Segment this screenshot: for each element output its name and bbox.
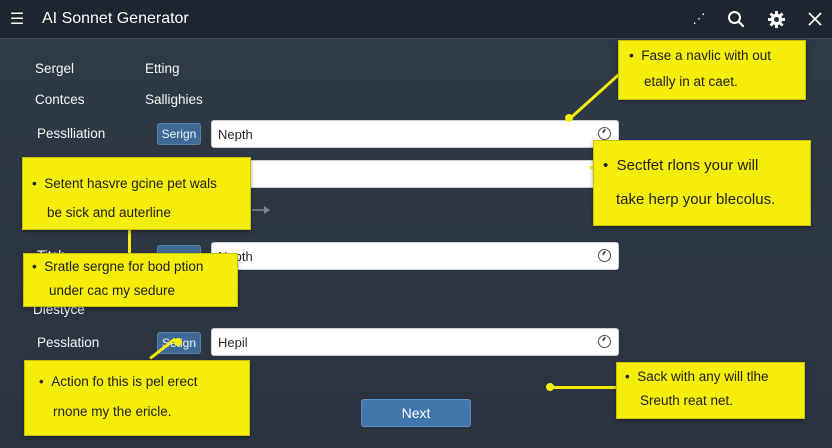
note-bottom-left: • Action fo this is pel erect rnone my t… — [24, 360, 250, 436]
note-bottom-left-line1: Action fo this is pel erect — [51, 374, 198, 389]
app-title: AI Sonnet Generator — [42, 10, 189, 27]
note-top-right: • Fase a navlic with out etally in at ca… — [618, 40, 806, 100]
note-left-mid-line2: under cac my sedure — [49, 283, 176, 298]
row1-label: Pesslliation — [37, 126, 106, 141]
row4-label: Pesslation — [37, 335, 100, 350]
note-mid-right-line1: Sectfet rlons your will — [616, 157, 759, 174]
note-bottom-right-line1: Sack with any will tlhe — [637, 369, 769, 384]
hamburger-menu-icon[interactable]: ☰ — [9, 11, 25, 28]
row4-input[interactable]: Hepil — [211, 328, 619, 356]
row2-input[interactable] — [211, 160, 619, 188]
callout-anchor-dot — [546, 383, 554, 391]
row4-clock-icon[interactable] — [598, 335, 611, 348]
note-bottom-right-line2: Sreuth reat net. — [640, 393, 734, 408]
note-left-mid-line1: Sratle sergne for bod ption — [44, 259, 204, 274]
row1-clock-icon[interactable] — [598, 127, 611, 140]
row3-input[interactable]: Nepth — [211, 242, 619, 270]
more-options-icon[interactable]: ⋰ — [692, 11, 706, 26]
row3-clock-icon[interactable] — [598, 249, 611, 262]
search-icon[interactable] — [725, 8, 747, 30]
header-left-label: Sergel — [35, 61, 75, 76]
slider-track[interactable] — [252, 209, 266, 211]
header-right-label: Etting — [145, 61, 180, 76]
callout-connector — [550, 386, 620, 389]
gear-icon[interactable] — [765, 8, 787, 30]
callout-connector — [128, 228, 131, 254]
title-bar: ☰ AI Sonnet Generator ⋰ — [0, 0, 832, 39]
callout-anchor-dot — [174, 338, 182, 346]
row1-input[interactable]: Nepth — [211, 120, 619, 148]
note-top-right-line2: etally in at caet. — [644, 74, 738, 89]
note-bottom-right: • Sack with any will tlhe Sreuth reat ne… — [616, 362, 805, 419]
row1-input-value: Nepth — [218, 127, 253, 142]
row4-input-value: Hepil — [218, 335, 248, 350]
note-left-mid: • Sratle sergne for bod ption under cac … — [23, 253, 238, 307]
callout-anchor-dot — [565, 114, 573, 122]
slider-arrow-icon[interactable] — [264, 206, 270, 214]
note-mid-right: • Sectfet rlons your will take herp your… — [593, 140, 811, 226]
note-top-right-line1: Fase a navlic with out — [641, 48, 772, 63]
sub-right-label: Sallighies — [145, 92, 203, 107]
note-mid-right-line2: take herp your blecolus. — [616, 191, 776, 208]
note-left-upper-line2: be sick and auterline — [47, 205, 171, 220]
note-bottom-left-line2: rnone my the ericle. — [53, 404, 172, 419]
row1-pill-button[interactable]: Serign — [157, 123, 201, 145]
note-left-upper-line1: Setent hasvre gcine pet wals — [44, 176, 217, 191]
note-left-upper: • Setent hasvre gcine pet wals be sick a… — [22, 157, 251, 230]
next-button[interactable]: Next — [361, 399, 471, 427]
sub-left-label: Contces — [35, 92, 85, 107]
close-icon[interactable] — [804, 8, 826, 30]
